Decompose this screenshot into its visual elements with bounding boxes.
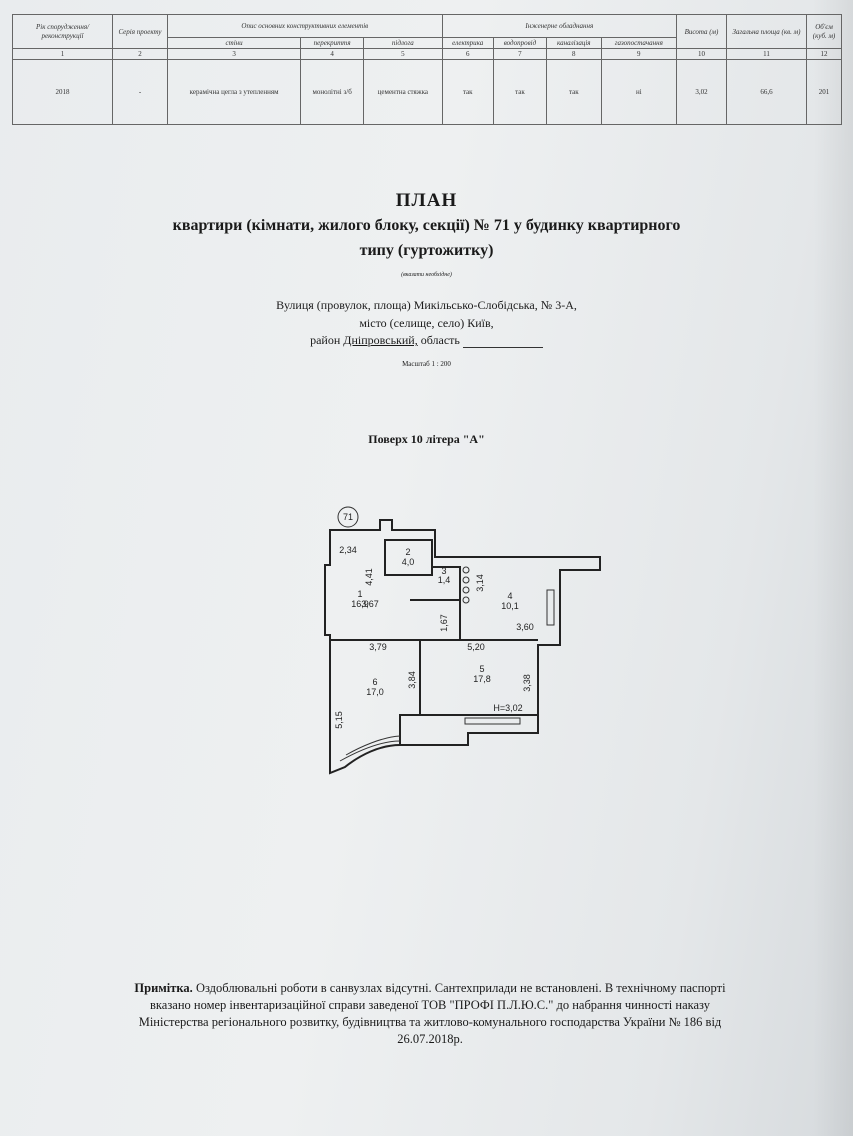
district-name: Дніпровський, bbox=[343, 333, 418, 347]
cell-sewer: так bbox=[545, 59, 602, 126]
th-year: Рік спорудження/ реконструкції bbox=[12, 13, 113, 50]
apt-circle bbox=[337, 506, 359, 528]
room-area: 16,9 bbox=[351, 599, 369, 609]
window-arc bbox=[339, 740, 401, 762]
th-engineering: Інженерне обладнання bbox=[441, 14, 678, 38]
th-water: водопровід bbox=[492, 36, 547, 50]
address-city: місто (селище, село) Київ, bbox=[359, 316, 494, 330]
col-num: 7 bbox=[492, 48, 547, 61]
cell-height: 3,02 bbox=[676, 59, 727, 126]
wall-room6 bbox=[399, 714, 420, 745]
dim-label: 3,84 bbox=[407, 671, 417, 689]
floor-plan: 71 2,34 4,41 3,67 1,4 3,14 1,67 3,60 3,7… bbox=[324, 506, 601, 775]
page-shadow bbox=[813, 0, 853, 1136]
dim-label: 3,38 bbox=[522, 674, 532, 692]
room-number: 4 bbox=[507, 591, 512, 601]
doc-subtitle-2: типу (гуртожитку) bbox=[359, 242, 494, 259]
room-area: 4,0 bbox=[402, 557, 415, 567]
col-num: 5 bbox=[363, 48, 443, 61]
col-num: 6 bbox=[441, 48, 494, 61]
cell-water: так bbox=[492, 59, 547, 126]
pipe bbox=[462, 566, 470, 574]
cell-floors: монолітні з/б bbox=[300, 59, 365, 126]
region-label: область bbox=[420, 333, 460, 347]
window bbox=[546, 589, 555, 626]
room-area: 17,0 bbox=[366, 687, 384, 697]
room-number: 6 bbox=[372, 677, 377, 687]
room-number: 2 bbox=[405, 547, 410, 557]
district-prefix: район bbox=[310, 333, 341, 347]
cell-gas: ні bbox=[600, 59, 678, 126]
th-gas: газопостачання bbox=[600, 36, 678, 50]
th-sewer: каналізація bbox=[545, 36, 602, 50]
th-floors: перекриття bbox=[300, 36, 365, 50]
dim-label: 3,14 bbox=[475, 574, 485, 592]
col-num: 8 bbox=[545, 48, 602, 61]
th-walls: стіни bbox=[166, 36, 302, 50]
cell-walls: керамічна цегла з утепленням bbox=[166, 59, 302, 126]
col-num: 3 bbox=[166, 48, 302, 61]
dim-label: 2,34 bbox=[339, 545, 357, 555]
th-elements: Опис основних конструктивних елементів bbox=[167, 14, 443, 38]
plan-scale: Масштаб 1 : 200 bbox=[402, 360, 451, 368]
cell-flooring: цементна стяжка bbox=[363, 59, 443, 126]
region-blank bbox=[462, 337, 543, 348]
dim-label: 3,79 bbox=[369, 642, 387, 652]
col-num: 4 bbox=[300, 48, 365, 61]
registry-table: Рік спорудження/ реконструкції Серія про… bbox=[12, 13, 842, 126]
cell-series: - bbox=[112, 59, 168, 126]
cell-electric: так bbox=[441, 59, 494, 126]
dim-label: 3,60 bbox=[516, 622, 534, 632]
doc-title: ПЛАН bbox=[395, 190, 458, 211]
doc-hint: (вказати необхідне) bbox=[401, 272, 452, 278]
address-street: Вулиця (провулок, площа) Микільсько-Слоб… bbox=[276, 298, 577, 312]
cell-volume: 201 bbox=[806, 59, 842, 126]
col-num: 11 bbox=[726, 48, 807, 61]
wall-room2 bbox=[384, 539, 433, 576]
col-num: 9 bbox=[600, 48, 678, 61]
apt-number: 71 bbox=[343, 512, 353, 522]
col-num: 12 bbox=[806, 48, 842, 61]
col-num: 2 bbox=[112, 48, 168, 61]
floor-label: Поверх 10 літера "А" bbox=[368, 432, 485, 446]
window-arc bbox=[345, 735, 401, 756]
room-number: 3 bbox=[441, 566, 446, 576]
pipe bbox=[462, 596, 470, 604]
dim-label: 4,41 bbox=[364, 568, 374, 586]
dim-label: 1,4 bbox=[438, 575, 451, 585]
th-area: Загальна площа (кв. м) bbox=[726, 13, 807, 50]
note-label: Примітка. bbox=[134, 981, 193, 995]
doc-subtitle: квартири (кімнати, жилого блоку, секції)… bbox=[172, 217, 681, 234]
outer-wall bbox=[324, 519, 601, 775]
dim-label: 5,20 bbox=[467, 642, 485, 652]
room-number: 1 bbox=[357, 589, 362, 599]
pipe bbox=[462, 586, 470, 594]
ceiling-height: H=3,02 bbox=[493, 703, 522, 713]
dim-label: 3,67 bbox=[361, 599, 379, 609]
note-text: Оздоблювальні роботи в санвузлах відсутн… bbox=[138, 981, 726, 1046]
room-area: 10,1 bbox=[501, 601, 519, 611]
cell-area: 66,6 bbox=[726, 59, 807, 126]
col-num: 1 bbox=[12, 48, 113, 61]
pipe bbox=[462, 576, 470, 584]
room-number: 5 bbox=[479, 664, 484, 674]
th-height: Висота (м) bbox=[676, 13, 727, 50]
th-electric: електрика bbox=[441, 36, 494, 50]
room-area: 17,8 bbox=[473, 674, 491, 684]
dim-label: 5,15 bbox=[334, 711, 344, 729]
cell-year: 2018 bbox=[12, 59, 113, 126]
dim-label: 1,67 bbox=[439, 614, 449, 632]
note-block: Примітка. Оздоблювальні роботи в санвузл… bbox=[130, 980, 730, 1048]
th-series: Серія проекту bbox=[112, 13, 168, 50]
th-flooring: підлога bbox=[363, 36, 443, 50]
col-num: 10 bbox=[676, 48, 727, 61]
window bbox=[464, 717, 521, 725]
th-volume: Об'єм (куб. м) bbox=[806, 13, 842, 50]
address-district: район Дніпровський, область bbox=[0, 333, 853, 348]
